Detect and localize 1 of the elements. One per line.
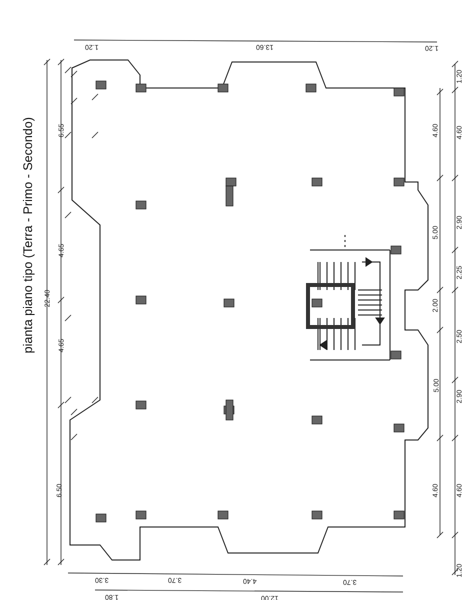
plan-title: pianta piano tipo (Terra - Primo - Secondo) [22, 116, 34, 353]
